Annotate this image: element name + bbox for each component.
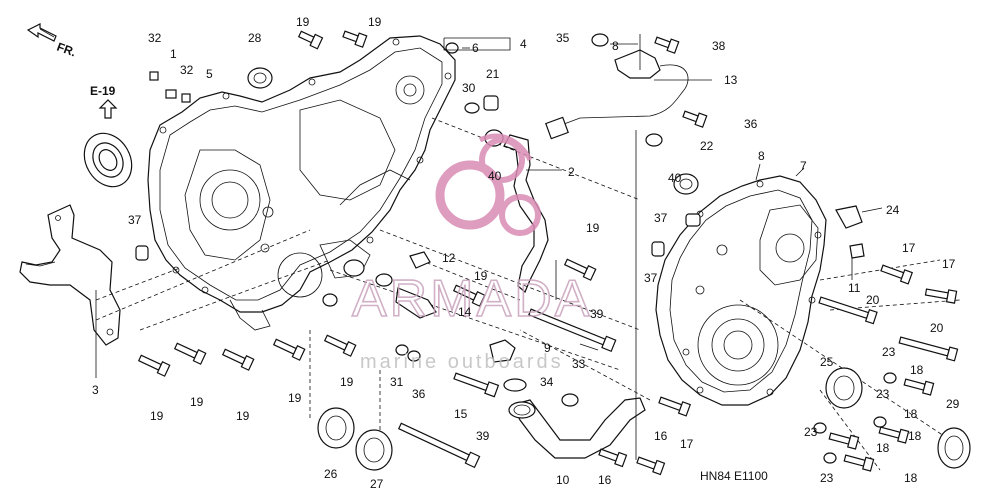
callout-26: 26	[324, 467, 338, 481]
callout-29: 29	[946, 397, 960, 411]
callout-27: 27	[370, 477, 384, 491]
callout-11: 11	[848, 281, 861, 295]
callout-19: 19	[340, 375, 354, 389]
callout-18: 18	[910, 363, 924, 377]
callout-14: 14	[458, 305, 472, 319]
callout-19: 19	[474, 269, 488, 283]
callout-28: 28	[248, 31, 262, 45]
callout-3: 3	[92, 383, 99, 397]
callout-19: 19	[190, 395, 204, 409]
up-arrow-icon	[98, 99, 118, 119]
watermark-brand: ARMADA	[352, 270, 592, 328]
callout-34: 34	[540, 375, 554, 389]
callout-1: 1	[170, 47, 177, 61]
gasket-part	[503, 134, 549, 293]
direction-label: FR.	[55, 40, 78, 60]
watermark-logo-icon	[435, 133, 541, 236]
callout-30: 30	[462, 81, 476, 95]
callout-15: 15	[454, 407, 468, 421]
callout-18: 18	[904, 407, 918, 421]
callout-10: 10	[556, 473, 570, 487]
speed-sensor-part	[545, 49, 689, 140]
callout-2: 2	[568, 165, 575, 179]
callout-19: 19	[586, 221, 600, 235]
callout-6: 6	[472, 41, 479, 55]
callout-31: 31	[390, 375, 404, 389]
callout-19: 19	[368, 15, 382, 29]
callout-labels: 32 1 32 5 28 19 19 6 4 21 30 35 8 38 13 …	[92, 15, 960, 491]
callout-35: 35	[556, 31, 570, 45]
callout-8: 8	[612, 39, 619, 53]
callout-8b: 8	[758, 149, 765, 163]
front-direction-arrow	[26, 23, 57, 42]
callout-5: 5	[206, 67, 213, 81]
cover-plate-part	[19, 204, 121, 346]
callout-12: 12	[442, 251, 456, 265]
callout-18: 18	[908, 429, 922, 443]
callout-25: 25	[820, 355, 834, 369]
reference-label: E-19	[90, 84, 116, 98]
callout-20: 20	[930, 321, 944, 335]
callout-16: 16	[654, 429, 668, 443]
breather-pipe-part	[489, 339, 646, 459]
bolt-parts	[137, 30, 959, 476]
crankcase-left-half	[147, 35, 456, 331]
diagram-code: HN84 E1100	[700, 469, 768, 483]
callout-16: 16	[598, 473, 612, 487]
callout-7: 7	[800, 159, 807, 173]
callout-32: 32	[148, 31, 162, 45]
callout-19: 19	[150, 409, 164, 423]
callout-32: 32	[180, 63, 194, 77]
callout-23: 23	[882, 345, 896, 359]
bearing-part	[83, 132, 133, 188]
callout-19: 19	[296, 15, 310, 29]
callout-36: 36	[412, 387, 426, 401]
callout-17: 17	[902, 241, 916, 255]
leader-lines	[95, 117, 961, 471]
callout-21: 21	[486, 67, 500, 81]
callout-40: 40	[668, 171, 682, 185]
callout-40: 40	[488, 169, 502, 183]
bottom-bearings	[317, 367, 971, 471]
callout-33: 33	[572, 357, 586, 371]
callout-17: 17	[680, 437, 694, 451]
callout-37: 37	[654, 211, 668, 225]
crankcase-right-half	[655, 175, 827, 406]
callout-9: 9	[544, 341, 551, 355]
watermark-tagline: marine outboards	[360, 351, 564, 373]
callout-37: 37	[644, 271, 658, 285]
callout-13: 13	[724, 73, 738, 87]
watermark: ARMADA marine outboards	[351, 133, 592, 373]
callout-37: 37	[128, 213, 142, 227]
callout-36: 36	[744, 117, 758, 131]
callout-17: 17	[942, 257, 956, 271]
callout-18: 18	[904, 471, 918, 485]
callout-20: 20	[866, 293, 880, 307]
callout-23: 23	[804, 425, 818, 439]
callout-39: 39	[590, 307, 604, 321]
callout-18: 18	[876, 441, 890, 455]
callout-19: 19	[236, 409, 250, 423]
callout-23: 23	[876, 387, 890, 401]
callout-19: 19	[288, 391, 302, 405]
callout-23: 23	[820, 471, 834, 485]
bracket-lines	[95, 34, 883, 378]
callout-22: 22	[700, 139, 714, 153]
callout-39: 39	[476, 429, 490, 443]
callout-38: 38	[712, 39, 726, 53]
callout-24: 24	[886, 203, 900, 217]
callout-4: 4	[520, 37, 527, 51]
